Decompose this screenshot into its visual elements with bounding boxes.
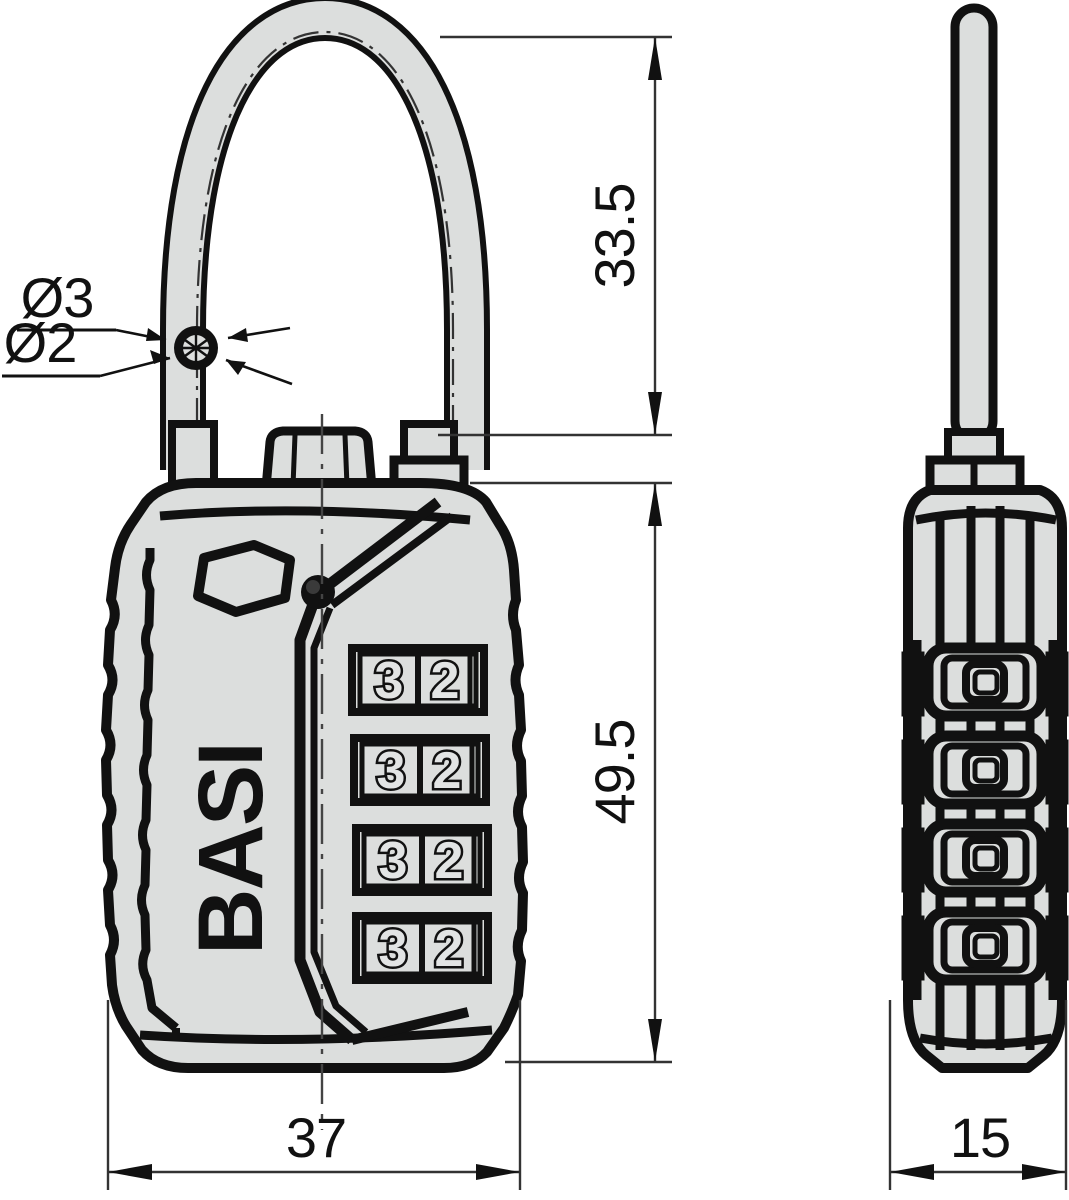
dial-row-2[interactable]: 3 2 — [350, 734, 490, 806]
dial-digit: 3 — [375, 652, 404, 710]
grip-ribs — [901, 651, 1069, 981]
dim-body-height: 49.5 — [470, 481, 672, 1064]
cable-loop — [160, 0, 490, 470]
panel-divider — [294, 497, 470, 1045]
dim-cable-outer-diameter: Ø3 — [17, 266, 291, 342]
dial-stack-side[interactable] — [901, 642, 1069, 986]
dial-row-1[interactable]: 3 2 — [348, 644, 488, 716]
dimension-annotations: Ø3 Ø2 33.5 — [2, 35, 1068, 1190]
dial-side-3[interactable] — [922, 818, 1048, 898]
brand-logo: BASI — [180, 743, 282, 955]
reset-button[interactable] — [261, 426, 377, 493]
cable-ferrule-right — [389, 420, 469, 499]
dial-row-3[interactable]: 3 2 — [352, 824, 492, 896]
dial-side-1[interactable] — [922, 642, 1048, 722]
dim-label-diameter-3: Ø3 — [21, 266, 94, 329]
dim-label-33-5: 33.5 — [583, 184, 646, 289]
dial-digit: 3 — [379, 920, 408, 978]
cable-cross-section — [174, 326, 218, 370]
dim-shackle-height: 33.5 — [438, 35, 672, 437]
dial-digit: 2 — [435, 920, 464, 978]
dim-body-width: 37 — [106, 1000, 522, 1190]
cable-rod-side — [950, 3, 998, 445]
dim-body-depth: 15 — [888, 1000, 1068, 1190]
dim-label-37: 37 — [286, 1106, 346, 1169]
dial-row-4[interactable]: 3 2 — [352, 912, 492, 984]
side-view — [901, 3, 1069, 1073]
dial-digit: 2 — [431, 652, 460, 710]
dim-label-49-5: 49.5 — [583, 720, 646, 825]
dial-digit: 3 — [379, 832, 408, 890]
dial-digit: 2 — [433, 742, 462, 800]
rivet-pin — [301, 575, 335, 609]
front-view: BASI 3 2 3 2 — [101, 0, 528, 1130]
dial-stack-front[interactable]: 3 2 3 2 3 2 — [348, 644, 492, 984]
dim-cable-inner-diameter: Ø2 — [2, 311, 293, 386]
dial-digit: 2 — [435, 832, 464, 890]
dim-label-diameter-2: Ø2 — [4, 311, 77, 374]
dim-label-15: 15 — [950, 1106, 1010, 1169]
emblem-hexagon — [193, 540, 295, 617]
dial-side-4[interactable] — [922, 906, 1048, 986]
dial-side-2[interactable] — [922, 730, 1048, 810]
dial-digit: 3 — [377, 742, 406, 800]
